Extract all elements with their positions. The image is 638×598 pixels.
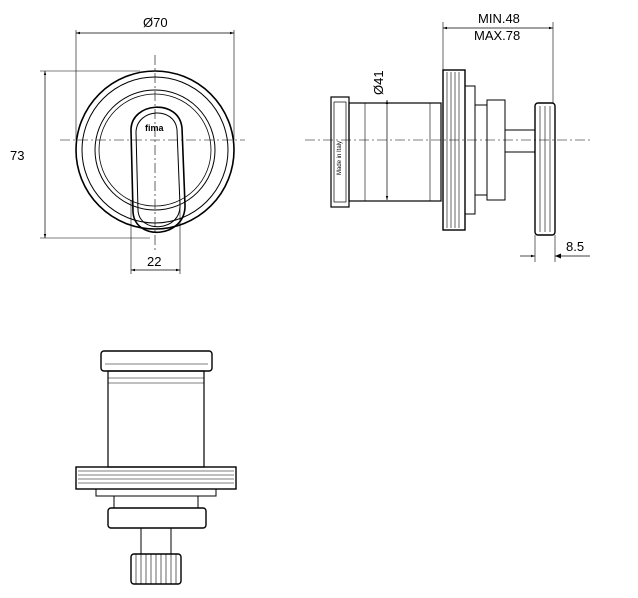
brand-logo: fima [145,123,165,133]
front-height-label: 73 [10,148,24,163]
depth-dimension: MIN.48 MAX.78 [442,11,554,103]
knob-depth-dimension: 8.5 [520,235,590,262]
diameter-dimension: Ø70 [75,15,235,140]
bottom-view [75,350,237,585]
handle-width-label: 22 [147,254,161,269]
handle-width-dimension: 22 [130,200,181,274]
made-in-italy-stamp: Made in Italy [337,141,343,175]
depth-min-label: MIN.48 [478,11,520,26]
height-dimension: 73 [10,70,150,239]
front-view: fima Ø70 73 22 [10,15,245,274]
front-diameter-label: Ø70 [143,15,168,30]
side-diameter-label: Ø41 [371,70,386,95]
knob-depth-label: 8.5 [566,239,584,254]
depth-max-label: MAX.78 [474,28,520,43]
side-diameter-dimension: Ø41 [371,70,389,200]
side-view: Made in Italy Ø41 MIN.48 [305,11,590,262]
